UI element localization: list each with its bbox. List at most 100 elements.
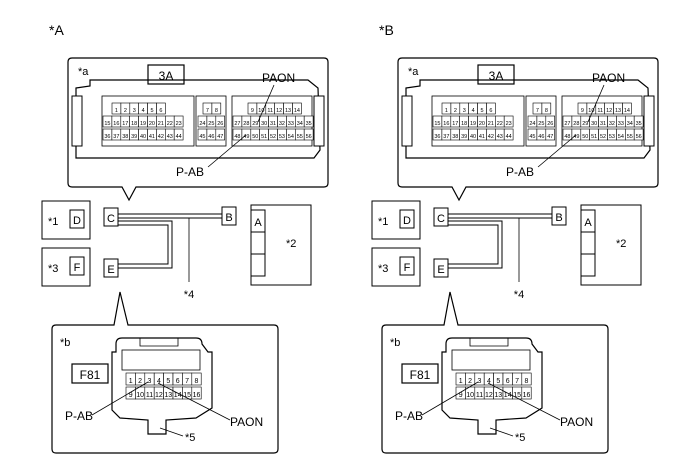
pin-number: 3 — [478, 378, 482, 385]
pin-number: 24 — [529, 121, 535, 127]
pin-number: 4 — [472, 108, 475, 114]
pin-number: 2 — [468, 378, 472, 385]
connector-code-box — [147, 64, 185, 85]
pin-number: 9 — [129, 392, 133, 399]
pin-number: 19 — [140, 121, 146, 127]
pin-number: 6 — [176, 378, 180, 385]
pin-number: 35 — [306, 121, 312, 127]
pin-number: 31 — [270, 121, 276, 127]
leader-note-5 — [489, 427, 514, 437]
component-1-note: *1 — [48, 216, 58, 228]
pin-cell — [622, 102, 632, 115]
pin-number: 29 — [582, 121, 588, 127]
pin-number: 49 — [243, 134, 249, 140]
connector-c-letter: C — [107, 213, 115, 225]
pin-number: 27 — [234, 121, 240, 127]
pin-number: 53 — [279, 134, 285, 140]
label-pab-b: P-AB — [65, 409, 93, 423]
pin-number: 6 — [159, 108, 162, 114]
callout-label-a: *a — [78, 66, 89, 78]
connector-latch-left — [71, 95, 83, 147]
pin-number: 32 — [609, 121, 615, 127]
pin-number: 56 — [636, 134, 642, 140]
connector-f81-lock — [469, 338, 509, 347]
pin-number: 16 — [523, 392, 531, 399]
pin-number: 33 — [288, 121, 294, 127]
pin-number: 30 — [261, 121, 267, 127]
pin-number: 42 — [488, 134, 494, 140]
pin-number: 15 — [434, 121, 440, 127]
label-paon-b: PAON — [230, 415, 263, 429]
pin-number: 2 — [124, 108, 127, 114]
component-1-note: *1 — [378, 216, 388, 228]
connector-latch-right — [313, 95, 325, 147]
pin-number: 52 — [270, 134, 276, 140]
leader-paon-b — [157, 382, 231, 421]
pin-number: 22 — [497, 121, 503, 127]
label-paon-b: PAON — [560, 415, 593, 429]
connector-d-letter: D — [73, 215, 81, 227]
connector-e-letter: E — [437, 264, 444, 276]
callout-frame — [397, 57, 659, 202]
harness-note: *4 — [184, 289, 194, 301]
pin-number: 3 — [133, 108, 136, 114]
connector-f81-body — [441, 337, 543, 435]
connector-code: F81 — [80, 368, 101, 382]
label-pab-a: P-AB — [176, 165, 204, 179]
connector-3a-body — [405, 79, 651, 159]
pin-number: 50 — [582, 134, 588, 140]
pin-number: 8 — [215, 108, 218, 114]
pin-number: 23 — [176, 121, 182, 127]
pin-cell — [545, 128, 556, 141]
pin-number: 13 — [285, 108, 291, 114]
pin-number: 45 — [529, 134, 535, 140]
pin-number: 10 — [466, 392, 474, 399]
pin-number: 6 — [506, 378, 510, 385]
pin-number: 38 — [452, 134, 458, 140]
pin-number: 8 — [525, 378, 529, 385]
pin-number: 8 — [195, 378, 199, 385]
pin-number: 28 — [243, 121, 249, 127]
pin-number: 54 — [618, 134, 624, 140]
pin-number: 13 — [494, 392, 502, 399]
pin-number: 11 — [267, 108, 273, 114]
pin-number: 33 — [618, 121, 624, 127]
connector-note-5: *5 — [515, 432, 525, 444]
ecu-note: *2 — [616, 238, 626, 250]
connector-f81-body — [111, 337, 213, 435]
pin-number: 7 — [185, 378, 189, 385]
connector-c — [103, 207, 119, 227]
pin-number: 53 — [609, 134, 615, 140]
pin-cell — [503, 115, 514, 128]
pin-number: 18 — [131, 121, 137, 127]
pin-number: 14 — [174, 392, 182, 399]
label-pab-b: P-AB — [395, 409, 423, 423]
connector-b — [221, 206, 237, 226]
ecu-connector-slot-2 — [250, 231, 266, 255]
pin-number: 29 — [252, 121, 258, 127]
pin-number: 34 — [627, 121, 633, 127]
pin-number: 16 — [193, 392, 201, 399]
pin-number: 20 — [479, 121, 485, 127]
pin-cell — [633, 115, 644, 128]
ecu-connector-slot-3 — [250, 253, 266, 277]
pin-number: 48 — [234, 134, 240, 140]
harness-c-e — [448, 220, 503, 269]
pin-number: 5 — [151, 108, 154, 114]
pin-number: 30 — [591, 121, 597, 127]
connector-f81-window — [451, 349, 531, 371]
pin-cell — [521, 386, 532, 400]
pin-number: 54 — [288, 134, 294, 140]
connector-f-letter: F — [74, 262, 81, 274]
connector-code: 3A — [489, 69, 504, 83]
pin-number: 12 — [155, 392, 163, 399]
pin-number: 42 — [158, 134, 164, 140]
pin-number: 47 — [547, 134, 553, 140]
pin-number: 56 — [306, 134, 312, 140]
pin-number: 18 — [461, 121, 467, 127]
